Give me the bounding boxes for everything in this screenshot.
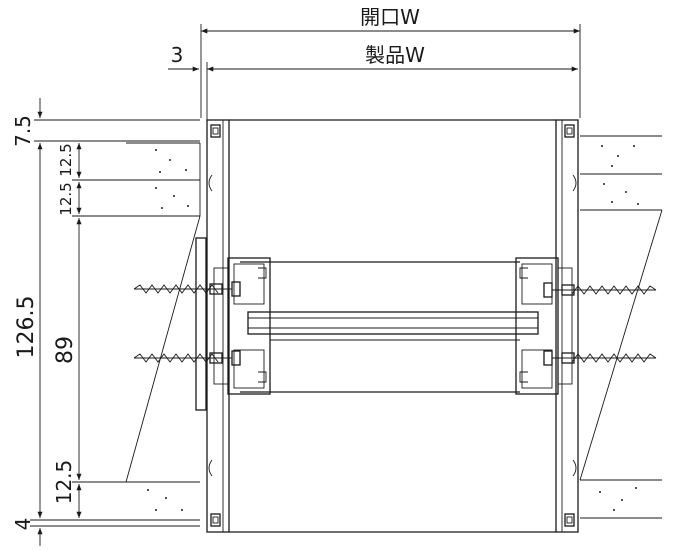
label-top-gap: 7.5 [11,115,35,147]
dimension-offset-3: 3 [168,43,199,72]
dimension-total-height: 126.5 [14,143,43,518]
dimension-bottom-gap: 4 [11,518,200,546]
dimension-layer-upper: 12.5 12.5 [57,143,200,217]
screw-right-lower [543,350,657,366]
label-layer-lower: 12.5 [52,460,76,505]
label-product-width: 製品W [365,43,425,67]
label-offset-3: 3 [171,43,184,67]
dimension-top-gap: 7.5 [11,98,200,147]
right-bracket [515,257,573,395]
dimension-product-width: 製品W [206,43,578,120]
label-opening-width: 開口W [360,5,420,29]
right-wall-boards [579,135,663,519]
left-wall-boards [125,142,207,521]
frame-right-profile [555,119,579,533]
dimension-inner-height: 89 [53,218,82,480]
frame-top-bottom [229,119,556,533]
dimension-layer-lower: 12.5 [52,460,200,518]
label-layer-upper-1: 12.5 [57,143,75,176]
label-layer-upper-2: 12.5 [57,182,75,215]
screw-left-lower [133,350,241,366]
screw-left-upper [133,281,241,297]
label-total-height: 126.5 [14,296,39,359]
center-rail-assembly [240,261,539,393]
label-bottom-gap: 4 [11,518,35,531]
frame-left-profile [206,119,230,533]
left-bracket [213,257,271,395]
dimension-opening-width: 開口W [200,5,581,118]
screw-right-upper [543,282,657,298]
label-inner-height: 89 [53,336,78,364]
